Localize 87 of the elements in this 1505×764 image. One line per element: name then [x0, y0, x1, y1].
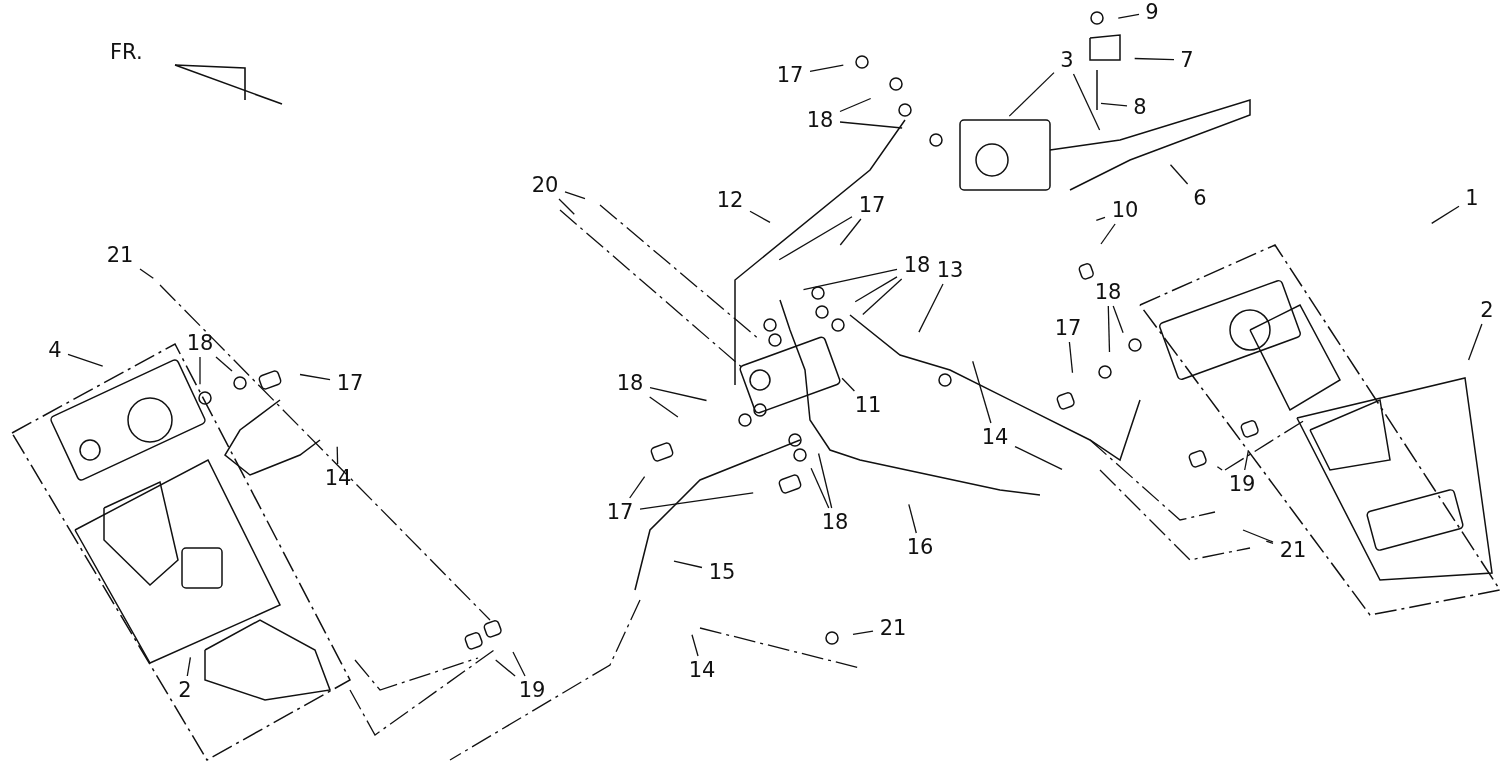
callout-number: 11: [854, 393, 882, 417]
leader-line: [839, 218, 862, 246]
callout-number: 14: [981, 425, 1009, 449]
leader-line: [817, 452, 833, 509]
direction-label: FR.: [110, 40, 143, 64]
callout-number: 8: [1133, 95, 1147, 119]
leader-line: [1008, 71, 1055, 117]
leader-line: [810, 467, 830, 509]
leader-line: [1117, 13, 1140, 19]
callout-number: 17: [858, 193, 886, 217]
leader-line: [918, 283, 944, 333]
callout-number: 1: [1465, 186, 1479, 210]
callout-number: 18: [821, 510, 849, 534]
leader-line: [1072, 73, 1101, 131]
callout-number: 9: [1145, 0, 1159, 24]
leader-line: [1112, 305, 1124, 334]
leader-line: [862, 278, 903, 316]
leader-line: [1014, 445, 1063, 470]
leader-line: [139, 268, 154, 279]
leader-line: [809, 64, 844, 72]
leader-line: [67, 353, 104, 367]
leader-line: [1169, 164, 1189, 185]
leader-line: [1467, 323, 1483, 361]
callout-number: 18: [616, 371, 644, 395]
leader-line: [299, 373, 331, 381]
callout-number: 15: [708, 560, 736, 584]
leader-line: [1095, 216, 1106, 222]
leader-line: [1244, 450, 1249, 471]
leader-line: [1265, 540, 1274, 544]
callout-number: 2: [178, 678, 192, 702]
callout-number: 17: [776, 63, 804, 87]
callout-number: 18: [186, 331, 214, 355]
leader-line: [972, 360, 992, 424]
callout-number: 2: [1480, 298, 1494, 322]
callout-number: 7: [1180, 48, 1194, 72]
leader-line: [564, 191, 586, 200]
leader-line: [673, 560, 703, 569]
leader-line: [854, 276, 898, 303]
callout-number: 4: [48, 338, 62, 362]
callout-number: 17: [606, 500, 634, 524]
leader-line: [852, 630, 874, 636]
leader-line: [336, 446, 339, 465]
callout-number: 14: [324, 466, 352, 490]
callout-number: 20: [531, 173, 559, 197]
leader-line: [778, 216, 853, 261]
leader-line: [839, 97, 872, 113]
callout-number: 6: [1193, 186, 1207, 210]
leader-line: [1068, 341, 1074, 374]
leader-line: [495, 659, 516, 677]
leader-line: [839, 121, 903, 129]
leader-line: [1107, 305, 1111, 353]
callout-number: 21: [106, 243, 134, 267]
callout-number: 19: [518, 678, 546, 702]
callout-number: 17: [336, 371, 364, 395]
leader-line: [841, 377, 856, 392]
callout-number: 14: [688, 658, 716, 682]
callout-number: 19: [1228, 472, 1256, 496]
leader-line: [1100, 223, 1116, 245]
callout-number: 17: [1054, 316, 1082, 340]
leader-line: [1216, 466, 1223, 471]
leader-line: [199, 356, 201, 385]
leader-line: [908, 503, 917, 534]
leader-line: [1134, 57, 1175, 61]
callout-number: 13: [936, 258, 964, 282]
callout-number: 16: [906, 535, 934, 559]
leader-line: [639, 492, 754, 510]
leader-line: [629, 476, 646, 499]
leader-line: [802, 268, 898, 291]
callout-number: 18: [1094, 280, 1122, 304]
callout-number: 10: [1111, 198, 1139, 222]
leader-line: [649, 396, 679, 418]
callout-number: 12: [716, 188, 744, 212]
callout-number: 21: [879, 616, 907, 640]
callout-number: 21: [1279, 538, 1307, 562]
leader-line: [749, 210, 771, 224]
leader-line: [649, 386, 708, 402]
leader-line: [1242, 529, 1274, 543]
leader-line: [691, 634, 699, 657]
leader-line: [215, 356, 233, 372]
leader-line: [186, 656, 192, 677]
leader-line: [1431, 205, 1460, 225]
leader-line: [1100, 102, 1128, 107]
callout-number: 3: [1060, 48, 1074, 72]
leader-line: [558, 198, 575, 215]
leader-line: [512, 651, 526, 677]
callout-number: 18: [903, 253, 931, 277]
callout-number: 18: [806, 108, 834, 132]
